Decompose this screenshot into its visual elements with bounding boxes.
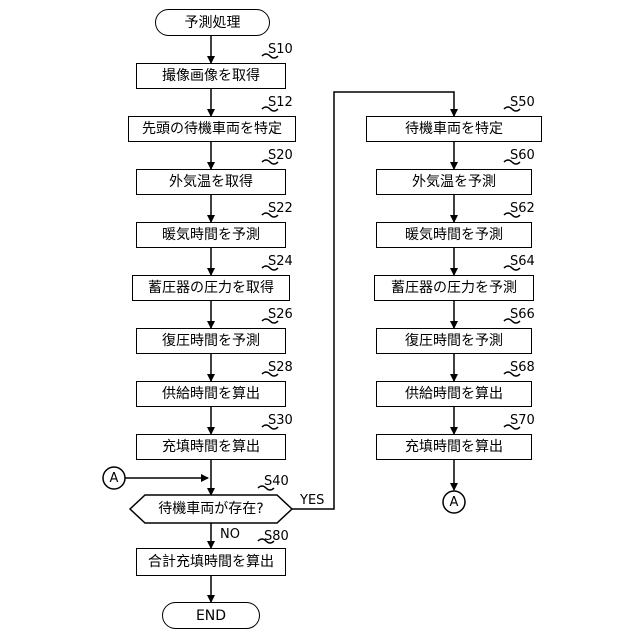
step-box-s70: 充填時間を算出 bbox=[376, 434, 532, 460]
step-id-s10: S10 bbox=[268, 43, 293, 56]
step-id-s64: S64 bbox=[510, 255, 535, 268]
step-box-s22: 暖気時間を予測 bbox=[136, 222, 286, 248]
step-box-s30: 充填時間を算出 bbox=[136, 434, 286, 460]
step-id-s60: S60 bbox=[510, 149, 535, 162]
step-id-s12: S12 bbox=[268, 96, 293, 109]
step-text: 暖気時間を予測 bbox=[162, 228, 260, 242]
start-label: 予測処理 bbox=[185, 16, 241, 30]
step-id-s28: S28 bbox=[268, 361, 293, 374]
step-text: 復圧時間を予測 bbox=[162, 334, 260, 348]
step-text: 復圧時間を予測 bbox=[405, 334, 503, 348]
step-box-s64: 蓄圧器の圧力を予測 bbox=[374, 275, 534, 301]
step-box-s50: 待機車両を特定 bbox=[366, 116, 542, 142]
step-box-s62: 暖気時間を予測 bbox=[376, 222, 532, 248]
step-id-s66: S66 bbox=[510, 308, 535, 321]
step-text: 供給時間を算出 bbox=[405, 387, 503, 401]
step-id-s22: S22 bbox=[268, 202, 293, 215]
step-box-s60: 外気温を予測 bbox=[376, 169, 532, 195]
decision-no-label: NO bbox=[220, 528, 240, 541]
step-text: 合計充填時間を算出 bbox=[148, 555, 274, 569]
step-text: 外気温を取得 bbox=[169, 175, 253, 189]
step-box-s12: 先頭の待機車両を特定 bbox=[128, 116, 296, 142]
connector-a-left: A bbox=[103, 467, 125, 489]
step-text: 充填時間を算出 bbox=[162, 440, 260, 454]
decision-text: 待機車両が存在? bbox=[140, 499, 282, 519]
step-id-s70: S70 bbox=[510, 414, 535, 427]
connector-a-right: A bbox=[443, 491, 465, 513]
step-id-s50: S50 bbox=[510, 96, 535, 109]
step-text: 充填時間を算出 bbox=[405, 440, 503, 454]
step-text: 暖気時間を予測 bbox=[405, 228, 503, 242]
step-id-s40: S40 bbox=[264, 475, 289, 488]
step-id-s30: S30 bbox=[268, 414, 293, 427]
step-id-s20: S20 bbox=[268, 149, 293, 162]
end-label: END bbox=[196, 609, 226, 623]
step-id-s26: S26 bbox=[268, 308, 293, 321]
step-box-s68: 供給時間を算出 bbox=[376, 381, 532, 407]
step-text: 外気温を予測 bbox=[412, 175, 496, 189]
step-box-s10: 撮像画像を取得 bbox=[136, 63, 286, 89]
step-text: 待機車両を特定 bbox=[405, 122, 503, 136]
step-text: 先頭の待機車両を特定 bbox=[142, 122, 282, 136]
step-id-s80: S80 bbox=[264, 530, 289, 543]
decision-yes-label: YES bbox=[300, 494, 324, 507]
step-box-s80: 合計充填時間を算出 bbox=[136, 548, 286, 576]
step-text: 供給時間を算出 bbox=[162, 387, 260, 401]
step-id-s62: S62 bbox=[510, 202, 535, 215]
step-box-s20: 外気温を取得 bbox=[136, 169, 286, 195]
step-box-s26: 復圧時間を予測 bbox=[136, 328, 286, 354]
start-terminator: 予測処理 bbox=[155, 9, 270, 36]
end-terminator: END bbox=[162, 602, 260, 629]
step-box-s66: 復圧時間を予測 bbox=[376, 328, 532, 354]
step-text: 撮像画像を取得 bbox=[162, 69, 260, 83]
step-text: 蓄圧器の圧力を取得 bbox=[148, 281, 274, 295]
step-box-s28: 供給時間を算出 bbox=[136, 381, 286, 407]
step-id-s24: S24 bbox=[268, 255, 293, 268]
step-text: 蓄圧器の圧力を予測 bbox=[391, 281, 517, 295]
step-id-s68: S68 bbox=[510, 361, 535, 374]
step-box-s24: 蓄圧器の圧力を取得 bbox=[132, 275, 290, 301]
